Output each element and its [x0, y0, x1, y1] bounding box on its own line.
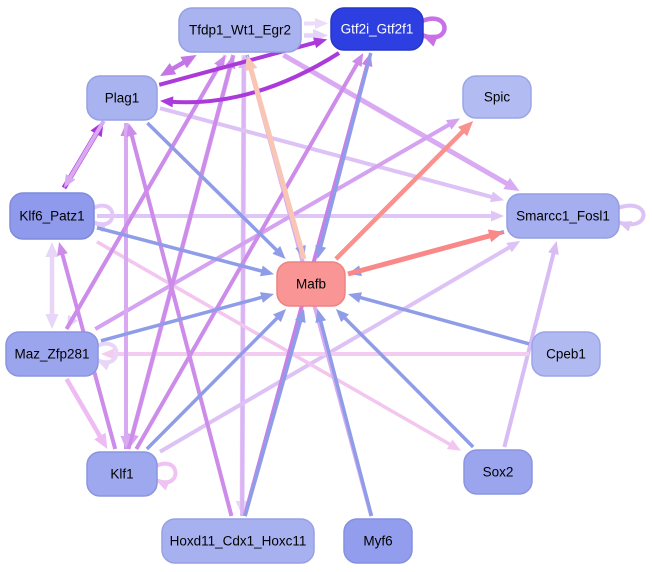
node-label-myf6: Myf6: [363, 534, 392, 549]
node-label-sox2: Sox2: [483, 465, 514, 480]
node-label-mafb: Mafb: [296, 277, 326, 292]
edge-plag1-smarcc1-arrowhead: [490, 191, 504, 203]
edge-mafb-tfdp1: [247, 64, 307, 260]
edge-cpeb1-mafb: [356, 294, 530, 346]
loop-gtf2i: [419, 16, 447, 40]
loop-klf1-arrowhead: [156, 480, 171, 491]
node-klf6[interactable]: [9, 192, 95, 240]
edge-maz-tfdp1: [64, 61, 223, 331]
edge-maz-spic: [94, 121, 454, 331]
node-label-tfdp1: Tfdp1_Wt1_Egr2: [189, 23, 291, 38]
edge-mafb-smarcc1: [347, 232, 495, 277]
edge-maz-mafb-arrowhead: [260, 292, 274, 303]
edge-klf6-maz-arrowhead: [45, 242, 59, 257]
edge-plag1-klf6: [66, 119, 106, 182]
node-tfdp1[interactable]: [178, 7, 302, 53]
edge-klf6-sox2-arrowhead: [446, 439, 461, 451]
edge-myf6-mafb: [318, 317, 374, 517]
edge-klf6-mafb: [96, 226, 266, 274]
edge-gtf2i-plag1-arrowhead: [160, 96, 174, 108]
edge-klf6-smarcc1-arrowhead: [491, 210, 504, 222]
edge-tfdp1-gtf2i-arrowhead: [314, 17, 328, 29]
node-sox2[interactable]: [463, 449, 533, 495]
edge-klf1-smarcc1: [158, 243, 514, 454]
edge-klf6-maz-arrowhead: [45, 314, 59, 329]
edge-hoxd11-plag1-arrowhead: [126, 123, 138, 137]
edge-klf1-gtf2i-arrowhead: [352, 53, 364, 68]
edge-mafb-spic: [334, 127, 467, 261]
edge-mafb-smarcc1-arrowhead: [487, 229, 504, 243]
edge-klf6-sox2: [96, 240, 455, 448]
edge-gtf2i-plag1: [168, 51, 341, 105]
node-hoxd11[interactable]: [161, 518, 315, 564]
edge-myf6-mafb-arrowhead: [315, 309, 327, 323]
edge-hoxd11-mafb: [243, 317, 304, 517]
loop-gtf2i-arrowhead: [422, 34, 439, 47]
node-label-klf6: Klf6_Patz1: [19, 209, 84, 224]
node-label-maz: Maz_Zfp281: [14, 347, 89, 362]
edge-hoxd11-mafb-arrowhead: [295, 309, 306, 324]
edge-cpeb1-mafb-arrowhead: [348, 292, 362, 303]
edge-maz-spic-arrowhead: [445, 118, 460, 130]
loop-maz-arrowhead: [97, 360, 112, 371]
edge-plag1-mafb-arrowhead: [272, 245, 286, 259]
node-gtf2i[interactable]: [330, 7, 424, 51]
edge-plag1-klf6-arrowhead: [63, 173, 76, 188]
edge-maz-klf1: [64, 377, 104, 441]
edge-klf1-mafb: [145, 314, 282, 451]
edge-klf1-mafb-arrowhead: [273, 309, 287, 323]
node-label-smarcc1: Smarcc1_Fosl1: [516, 209, 610, 224]
edge-plag1-klf1-arrowhead: [120, 436, 132, 449]
edge-mafb-tfdp1-arrowhead: [244, 55, 258, 72]
loop-klf1: [154, 461, 178, 485]
node-label-cpeb1: Cpeb1: [546, 347, 586, 362]
edge-tfdp1-smarcc1: [282, 52, 512, 188]
node-smarcc1[interactable]: [506, 193, 620, 239]
edge-klf1-gtf2i: [134, 59, 361, 450]
loop-smarcc1-arrowhead: [618, 221, 633, 232]
node-plag1[interactable]: [86, 75, 158, 121]
node-klf1[interactable]: [86, 451, 158, 497]
edge-maz-mafb: [100, 294, 266, 343]
edge-sox2-smarcc1: [502, 249, 557, 448]
edge-plag1-gtf2i-arrowhead: [313, 37, 328, 49]
node-label-gtf2i: Gtf2i_Gtf2f1: [341, 22, 414, 37]
node-cpeb1[interactable]: [531, 331, 601, 377]
edge-hoxd11-plag1: [128, 131, 234, 517]
node-label-hoxd11: Hoxd11_Cdx1_Hoxc11: [170, 534, 307, 549]
node-maz[interactable]: [5, 331, 99, 377]
edge-klf1-tfdp1: [126, 63, 233, 450]
edge-hoxd11-tfdp1: [240, 64, 246, 517]
edge-plag1-mafb: [146, 121, 281, 254]
node-label-spic: Spic: [484, 90, 511, 105]
edge-tfdp1-smarcc1-arrowhead: [503, 177, 520, 191]
edge-tfdp1-plag1-arrowhead: [160, 62, 177, 77]
node-label-klf1: Klf1: [110, 467, 133, 482]
edge-klf1-smarcc1-arrowhead: [506, 241, 521, 253]
edge-sox2-mafb-arrowhead: [335, 309, 349, 323]
edge-mafb-spic-arrowhead: [457, 121, 474, 137]
node-myf6[interactable]: [343, 518, 413, 564]
node-label-plag1: Plag1: [105, 91, 140, 106]
edge-sox2-smarcc1-arrowhead: [548, 241, 559, 255]
edge-gtf2i-mafb: [318, 52, 373, 251]
edge-cpeb1-maz-arrowhead: [101, 348, 114, 360]
node-mafb[interactable]: [276, 261, 346, 307]
edge-tfdp1-plag1-arrowhead: [180, 55, 197, 69]
edge-klf6-mafb-arrowhead: [260, 265, 274, 277]
edge-maz-tfdp1-arrowhead: [214, 55, 226, 70]
node-spic[interactable]: [462, 75, 532, 119]
edge-klf1-klf6-arrowhead: [57, 242, 68, 256]
edge-sox2-mafb: [340, 314, 475, 449]
edge-gtf2i-mafb-arrowhead: [315, 245, 327, 259]
edge-maz-klf1-arrowhead: [94, 432, 108, 449]
